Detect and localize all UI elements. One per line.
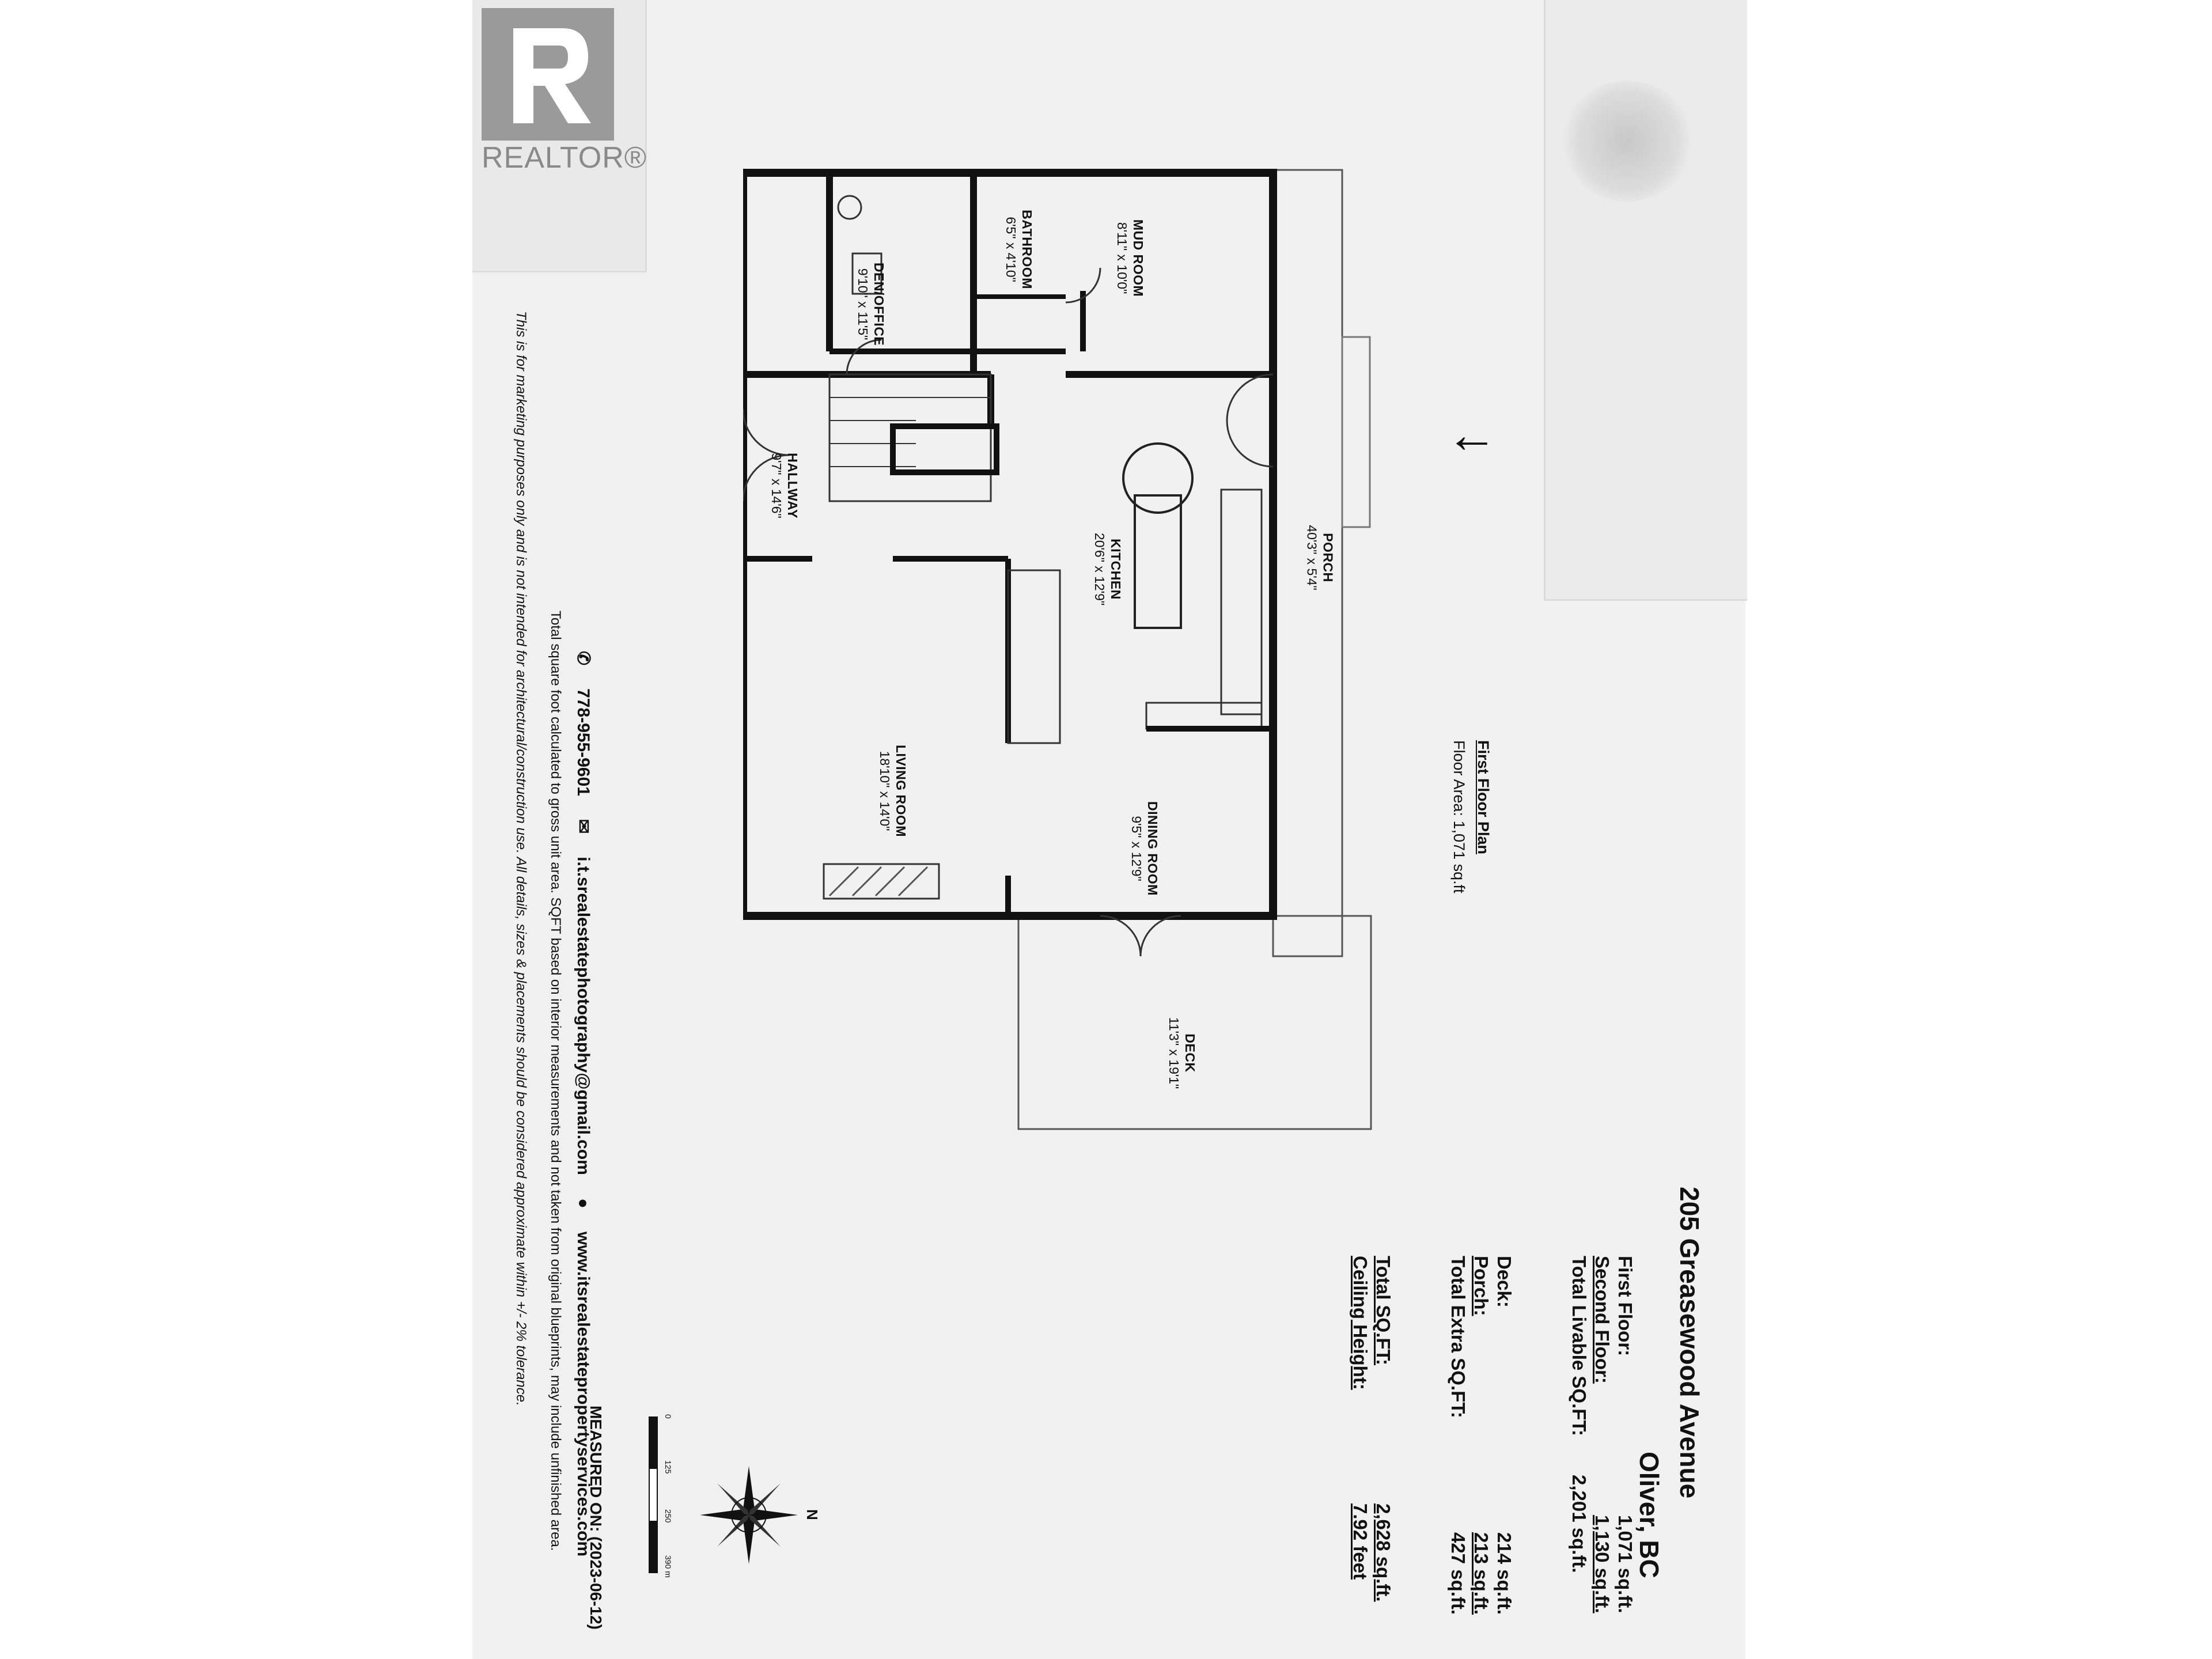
stat-label: Total SQ.FT: bbox=[1373, 1256, 1394, 1366]
stat-value: 1,130 sq.ft. bbox=[1592, 1515, 1613, 1613]
phone-icon: ✆ bbox=[574, 651, 593, 666]
email-icon: ✉ bbox=[574, 819, 593, 834]
compass-north-label: N bbox=[804, 1509, 821, 1520]
stat-value: 7.92 feet bbox=[1350, 1503, 1371, 1580]
globe-icon: ● bbox=[574, 1198, 593, 1209]
scale-bar bbox=[649, 1416, 658, 1573]
disclaimer-line-2: This is for marketing purposes only and … bbox=[513, 311, 529, 1406]
scale-tick: 0 bbox=[664, 1414, 673, 1419]
scale-tick: 125 bbox=[664, 1460, 673, 1474]
document-paper bbox=[472, 0, 1745, 1659]
paper-stain bbox=[1561, 81, 1694, 202]
stat-label: First Floor: bbox=[1615, 1256, 1636, 1357]
stat-label: Total Extra SQ.FT: bbox=[1448, 1256, 1469, 1418]
contact-phone: 778-955-9601 bbox=[574, 688, 593, 796]
stat-value: 2,201 sq.ft. bbox=[1569, 1475, 1590, 1573]
compass-icon bbox=[700, 1466, 798, 1564]
stat-value: 1,071 sq.ft. bbox=[1615, 1515, 1636, 1613]
stat-value: 427 sq.ft. bbox=[1448, 1532, 1469, 1615]
stat-value: 2,628 sq.ft. bbox=[1373, 1503, 1394, 1602]
stat-label: Porch: bbox=[1471, 1256, 1492, 1316]
address-street: 205 Greasewood Avenue bbox=[1675, 1187, 1705, 1499]
contact-email: i.t.srealestatephotography@gmail.com bbox=[574, 857, 593, 1175]
realtor-r-icon bbox=[513, 28, 591, 123]
stat-label: Total Livable SQ.FT: bbox=[1569, 1256, 1590, 1436]
measured-on: MEASURED ON: (2023-06-12) bbox=[587, 1406, 605, 1630]
stat-label: Second Floor: bbox=[1592, 1256, 1613, 1384]
realtor-wordmark: REALTOR® bbox=[482, 141, 647, 175]
stat-value: 214 sq.ft. bbox=[1494, 1532, 1515, 1615]
floor-plan-title: First Floor Plan bbox=[1475, 740, 1492, 855]
floor-plan-drawing bbox=[743, 169, 1372, 1130]
scale-tick: 250 bbox=[664, 1509, 673, 1523]
floor-plan-area: Floor Area: 1,071 sq.ft bbox=[1450, 740, 1468, 893]
stat-value: 213 sq.ft. bbox=[1471, 1532, 1492, 1615]
entry-arrow-icon: ← bbox=[1446, 406, 1498, 464]
stat-label: Deck: bbox=[1494, 1256, 1515, 1308]
address-city: Oliver, BC bbox=[1634, 1452, 1664, 1578]
disclaimer-line-1: Total square foot calculated to gross un… bbox=[548, 611, 563, 1551]
realtor-logo: REALTOR® bbox=[482, 8, 646, 175]
stat-label: Ceiling Height: bbox=[1350, 1256, 1371, 1390]
scale-tick: 390 m bbox=[664, 1555, 673, 1578]
